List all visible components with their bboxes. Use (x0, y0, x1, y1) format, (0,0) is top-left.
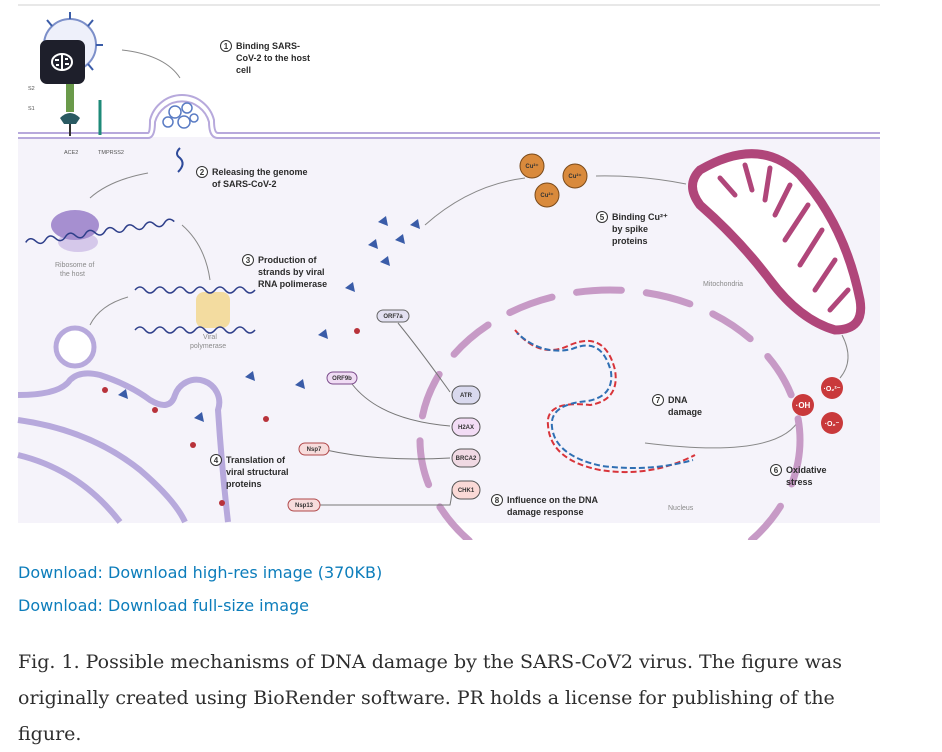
step-6: 6 Oxidative stress (770, 464, 827, 487)
label-ribosome: Ribosome of (55, 262, 94, 269)
viral-protein-nsp7: Nsp7 (298, 442, 330, 456)
copper-label: Cu²⁺ (525, 163, 538, 170)
cell-membrane (18, 94, 880, 139)
svg-text:4: 4 (214, 456, 219, 465)
svg-text:6: 6 (774, 466, 779, 475)
svg-text:Binding Cu²⁺: Binding Cu²⁺ (612, 212, 668, 222)
svg-text:3: 3 (246, 256, 251, 265)
svg-text:Influence on the DNA: Influence on the DNA (507, 495, 599, 505)
arrow (595, 175, 687, 185)
label-polymerase: polymerase (190, 343, 226, 350)
entering-virus (162, 102, 199, 129)
svg-text:7: 7 (656, 396, 661, 405)
label-s1: S1 (28, 106, 35, 112)
svg-text:ORF7a: ORF7a (383, 314, 403, 320)
label-tmprss2: TMPRSS2 (98, 150, 124, 156)
arrow (89, 172, 149, 199)
arrow (181, 224, 211, 281)
svg-text:stress: stress (786, 477, 813, 487)
step-7: 7 DNA damage (652, 394, 702, 417)
viral-protein-orf7a: ORF7a (376, 309, 410, 323)
step-2: 2 Releasing the genome of SARS-CoV-2 (196, 166, 308, 189)
svg-text:1: 1 (224, 42, 229, 51)
o2-2-label: ·O₂²⁻ (824, 386, 841, 393)
svg-text:Releasing the genome: Releasing the genome (212, 167, 308, 177)
svg-text:proteins: proteins (226, 479, 262, 489)
app-icon[interactable] (40, 40, 85, 84)
svg-text:ORF9b: ORF9b (332, 376, 352, 382)
spike-proteins (118, 216, 420, 422)
target-chk1: CHK1 (451, 480, 481, 500)
oh-label: ·OH (796, 401, 811, 410)
copper-ions: Cu²⁺ Cu²⁺ Cu²⁺ (519, 153, 588, 208)
arrow (89, 296, 129, 326)
vesicle (53, 325, 97, 369)
svg-text:Binding SARS-: Binding SARS- (236, 41, 300, 51)
o2-label: ·O₂⁻ (825, 421, 840, 428)
svg-text:2: 2 (200, 168, 205, 177)
svg-text:cell: cell (236, 65, 251, 75)
label-ace2: ACE2 (64, 150, 78, 156)
step-5: 5 Binding Cu²⁺ by spike proteins (596, 211, 668, 246)
target-h2ax: H2AX (451, 417, 481, 437)
rna-strand (176, 147, 184, 173)
svg-text:DNA: DNA (668, 395, 688, 405)
label-s2: S2 (28, 86, 35, 92)
reactive-oxygen-species: ·OH ·O₂²⁻ ·O₂⁻ (792, 377, 843, 434)
download-full-size-link[interactable]: Download: Download full-size image (18, 596, 310, 615)
label-mitochondria: Mitochondria (703, 281, 743, 288)
svg-text:CHK1: CHK1 (458, 488, 475, 494)
svg-text:BRCA2: BRCA2 (456, 456, 477, 462)
svg-text:CoV-2 to the host: CoV-2 to the host (236, 53, 310, 63)
ribosome (25, 210, 175, 252)
svg-text:Production of: Production of (258, 255, 317, 265)
arrow (424, 177, 526, 226)
svg-text:by spike: by spike (612, 224, 648, 234)
endoplasmic-reticulum (17, 370, 231, 524)
svg-text:viral structural: viral structural (226, 467, 289, 477)
svg-text:Nsp7: Nsp7 (307, 447, 322, 453)
dna-strand (514, 329, 696, 474)
svg-text:proteins: proteins (612, 236, 648, 246)
mitochondria (688, 149, 866, 335)
svg-text:damage response: damage response (507, 507, 584, 517)
label-ribosome: the host (60, 271, 85, 278)
svg-text:Nsp13: Nsp13 (295, 503, 314, 509)
svg-text:ATR: ATR (460, 393, 473, 399)
svg-text:of SARS-CoV-2: of SARS-CoV-2 (212, 179, 277, 189)
svg-text:Oxidative: Oxidative (786, 465, 827, 475)
svg-text:5: 5 (600, 213, 605, 222)
nuclear-envelope (416, 286, 804, 540)
label-polymerase: Viral (203, 334, 217, 341)
label-nucleus: Nucleus (668, 505, 694, 512)
svg-text:RNA polimerase: RNA polimerase (258, 279, 327, 289)
figure-caption: Fig. 1. Possible mechanisms of DNA damag… (18, 651, 842, 745)
target-atr: ATR (451, 385, 481, 405)
copper-label: Cu²⁺ (568, 173, 581, 180)
brain-icon (51, 53, 73, 71)
viral-polymerase (134, 286, 256, 334)
step-1: 1 Binding SARS- CoV-2 to the host cell (220, 40, 310, 75)
arrow (644, 417, 801, 449)
viral-protein-nsp13: Nsp13 (287, 498, 321, 512)
svg-text:H2AX: H2AX (458, 425, 474, 431)
step-8: 8 Influence on the DNA damage response (491, 494, 599, 517)
svg-text:damage: damage (668, 407, 702, 417)
viral-proteins-red (102, 328, 360, 506)
svg-text:8: 8 (495, 496, 500, 505)
figure-1: S2 S1 ACE2 TMPRSS2 Ribosome of the host … (17, 4, 880, 540)
step-4: 4 Translation of viral structural proteins (210, 454, 289, 489)
svg-text:strands by viral: strands by viral (258, 267, 325, 277)
arrow (839, 334, 849, 379)
svg-text:Translation of: Translation of (226, 455, 286, 465)
viral-protein-orf9b: ORF9b (326, 371, 358, 385)
arrow (121, 49, 181, 79)
copper-label: Cu²⁺ (540, 192, 553, 199)
target-brca2: BRCA2 (451, 448, 481, 468)
download-high-res-link[interactable]: Download: Download high-res image (370KB… (18, 563, 383, 582)
